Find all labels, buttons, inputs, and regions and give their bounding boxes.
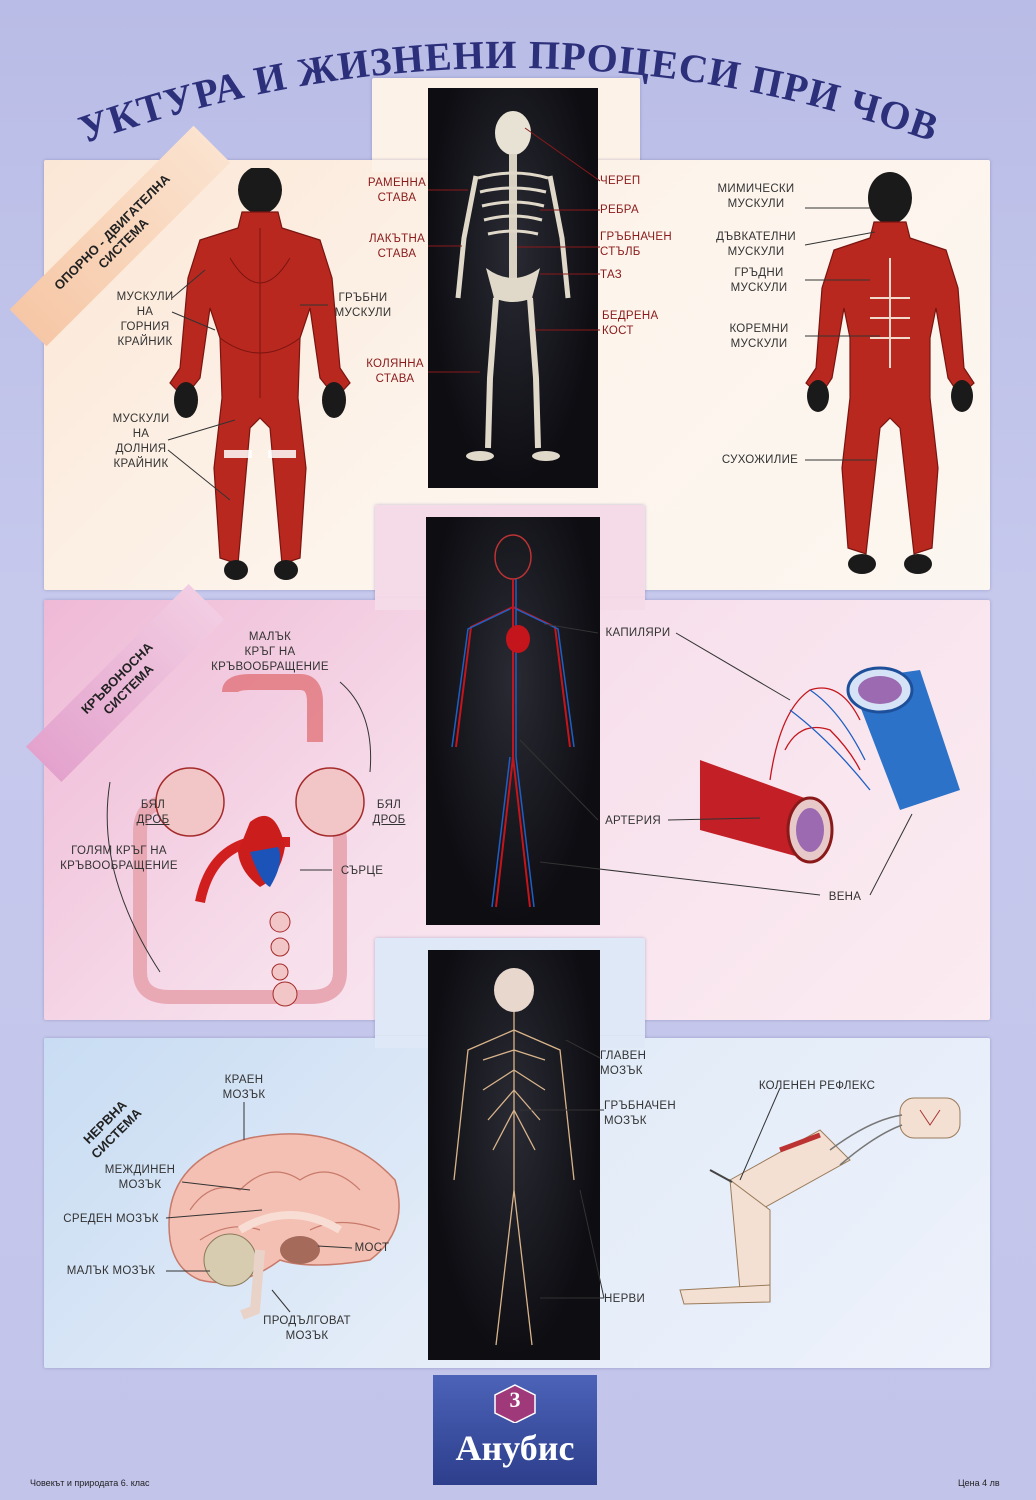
brain-line1: ГЛАВЕН bbox=[600, 1050, 647, 1062]
diencephalon-line2: МОЗЪК bbox=[118, 1179, 162, 1191]
logo-name: Анубис bbox=[455, 1428, 575, 1468]
knee-line2: СТАВА bbox=[375, 373, 415, 385]
small-circle-line2: КРЪГ НА bbox=[244, 646, 296, 658]
muscle-back-figure bbox=[169, 168, 351, 580]
label-spine: ГРЪБНАЧЕН СТЪЛБ bbox=[600, 230, 680, 260]
label-skull: ЧЕРЕП bbox=[600, 175, 641, 187]
circulation-schematic bbox=[106, 674, 372, 1007]
spinal-cord-line2: МОЗЪК bbox=[604, 1115, 647, 1127]
brain-illustration bbox=[168, 1133, 400, 1320]
left-lung-line2: ДРОБ bbox=[136, 814, 170, 826]
footer-price: Цена 4 лв bbox=[958, 1478, 1000, 1488]
muscle-front-figure bbox=[805, 172, 975, 574]
vessels-illustration bbox=[700, 666, 960, 864]
lower-limb-line2: НА bbox=[132, 428, 150, 440]
label-elbow-joint: ЛАКЪТНА СТАВА bbox=[362, 232, 432, 262]
right-lung-line1: БЯЛ bbox=[376, 799, 402, 811]
upper-limb-line3: ГОРНИЯ bbox=[120, 321, 170, 333]
label-artery: АРТЕРИЯ bbox=[605, 815, 661, 827]
small-circle-line3: КРЪВООБРАЩЕНИЕ bbox=[211, 661, 329, 673]
label-chest-muscles: ГРЪДНИ МУСКУЛИ bbox=[716, 266, 802, 296]
femur-line2: КОСТ bbox=[602, 325, 634, 337]
abdominal-line2: МУСКУЛИ bbox=[730, 338, 788, 350]
label-vein: ВЕНА bbox=[828, 891, 862, 903]
back-muscles-line2: МУСКУЛИ bbox=[334, 307, 392, 319]
label-back-muscles: ГРЪБНИ МУСКУЛИ bbox=[328, 291, 398, 321]
label-shoulder-joint: РАМЕННА СТАВА bbox=[362, 176, 432, 206]
upper-limb-line1: МУСКУЛИ bbox=[116, 291, 174, 303]
elbow-line2: СТАВА bbox=[377, 248, 417, 260]
footer-left-text: Човекът и природата 6. клас bbox=[30, 1478, 150, 1488]
nervous-figure bbox=[453, 968, 575, 1346]
label-knee-joint: КОЛЯННА СТАВА bbox=[358, 357, 432, 387]
skeleton-image bbox=[428, 88, 598, 488]
label-cerebrum: КРАЕН МОЗЪК bbox=[214, 1073, 274, 1103]
medulla-line1: ПРОДЪЛГОВАТ bbox=[263, 1315, 351, 1327]
chewing-line1: ДЪВКАТЕЛНИ bbox=[716, 231, 796, 243]
label-brain: ГЛАВЕН МОЗЪК bbox=[600, 1049, 660, 1079]
label-pelvis: ТАЗ bbox=[600, 269, 623, 281]
label-big-circulation: ГОЛЯМ КРЪГ НА КРЪВООБРАЩЕНИЕ bbox=[54, 844, 184, 874]
spine-line1: ГРЪБНАЧЕН bbox=[600, 231, 672, 243]
knee-reflex-illustration bbox=[679, 1097, 961, 1305]
label-heart: СЪРЦЕ bbox=[340, 865, 384, 877]
upper-limb-line4: КРАЙНИК bbox=[117, 336, 173, 348]
label-chewing-muscles: ДЪВКАТЕЛНИ МУСКУЛИ bbox=[708, 230, 804, 260]
lower-limb-line3: ДОЛНИЯ bbox=[115, 443, 167, 455]
elbow-line1: ЛАКЪТНА bbox=[368, 233, 426, 245]
label-left-lung: БЯЛ ДРОБ bbox=[128, 798, 178, 828]
logo-number: 3 bbox=[509, 1387, 521, 1412]
label-capillaries: КАПИЛЯРИ bbox=[605, 627, 671, 639]
left-lung-line1: БЯЛ bbox=[140, 799, 166, 811]
femur-line1: БЕДРЕНА bbox=[602, 310, 659, 322]
spinal-cord-line1: ГРЪБНАЧЕН bbox=[604, 1100, 676, 1112]
nervous-image bbox=[428, 950, 600, 1360]
publisher-logo: 3 Анубис bbox=[433, 1375, 597, 1485]
label-diencephalon: МЕЖДИНЕН МОЗЪК bbox=[100, 1163, 180, 1193]
lower-limb-line4: КРАЙНИК bbox=[113, 458, 169, 470]
chewing-line2: МУСКУЛИ bbox=[727, 246, 785, 258]
label-medulla: ПРОДЪЛГОВАТ МОЗЪК bbox=[252, 1314, 362, 1344]
shoulder-line1: РАМЕННА bbox=[367, 177, 427, 189]
lower-limb-line1: МУСКУЛИ bbox=[112, 413, 170, 425]
label-midbrain: СРЕДЕН МОЗЪК bbox=[63, 1213, 159, 1225]
label-upper-limb-muscles: МУСКУЛИ НА ГОРНИЯ КРАЙНИК bbox=[100, 290, 190, 350]
label-ribs: РЕБРА bbox=[600, 204, 639, 216]
label-knee-reflex: КОЛЕНЕН РЕФЛЕКС bbox=[758, 1080, 876, 1092]
label-tendon: СУХОЖИЛИЕ bbox=[721, 454, 799, 466]
circulatory-figure bbox=[451, 534, 575, 908]
back-muscles-line1: ГРЪБНИ bbox=[338, 292, 388, 304]
label-facial-muscles: МИМИЧЕСКИ МУСКУЛИ bbox=[708, 182, 804, 212]
right-lung-line2: ДРОБ bbox=[372, 814, 406, 826]
facial-line2: МУСКУЛИ bbox=[727, 198, 785, 210]
upper-limb-line2: НА bbox=[136, 306, 154, 318]
knee-line1: КОЛЯННА bbox=[366, 358, 424, 370]
diencephalon-line1: МЕЖДИНЕН bbox=[104, 1164, 176, 1176]
medulla-line2: МОЗЪК bbox=[285, 1330, 329, 1342]
big-circle-line2: КРЪВООБРАЩЕНИЕ bbox=[60, 860, 178, 872]
cerebrum-line1: КРАЕН bbox=[224, 1074, 264, 1086]
chest-line2: МУСКУЛИ bbox=[730, 282, 788, 294]
label-lower-limb-muscles: МУСКУЛИ НА ДОЛНИЯ КРАЙНИК bbox=[96, 412, 186, 472]
shoulder-line2: СТАВА bbox=[377, 192, 417, 204]
circulatory-image bbox=[426, 517, 600, 925]
label-femur: БЕДРЕНА КОСТ bbox=[602, 309, 672, 339]
chest-line1: ГРЪДНИ bbox=[734, 267, 784, 279]
logo-hexagon-icon bbox=[494, 1384, 536, 1423]
spine-line2: СТЪЛБ bbox=[600, 246, 641, 258]
skeleton-figure bbox=[455, 111, 571, 461]
small-circle-line1: МАЛЪК bbox=[248, 631, 292, 643]
facial-line1: МИМИЧЕСКИ bbox=[717, 183, 795, 195]
big-circle-line1: ГОЛЯМ КРЪГ НА bbox=[71, 845, 167, 857]
label-nerves: НЕРВИ bbox=[604, 1293, 646, 1305]
brain-line2: МОЗЪК bbox=[600, 1065, 643, 1077]
label-abdominal-muscles: КОРЕМНИ МУСКУЛИ bbox=[716, 322, 802, 352]
abdominal-line1: КОРЕМНИ bbox=[729, 323, 789, 335]
label-cerebellum: МАЛЪК МОЗЪК bbox=[66, 1265, 156, 1277]
label-pons: МОСТ bbox=[354, 1242, 390, 1254]
label-right-lung: БЯЛ ДРОБ bbox=[364, 798, 414, 828]
label-small-circulation: МАЛЪК КРЪГ НА КРЪВООБРАЩЕНИЕ bbox=[200, 630, 340, 675]
cerebrum-line2: МОЗЪК bbox=[222, 1089, 266, 1101]
label-spinal-cord: ГРЪБНАЧЕН МОЗЪК bbox=[604, 1099, 684, 1129]
